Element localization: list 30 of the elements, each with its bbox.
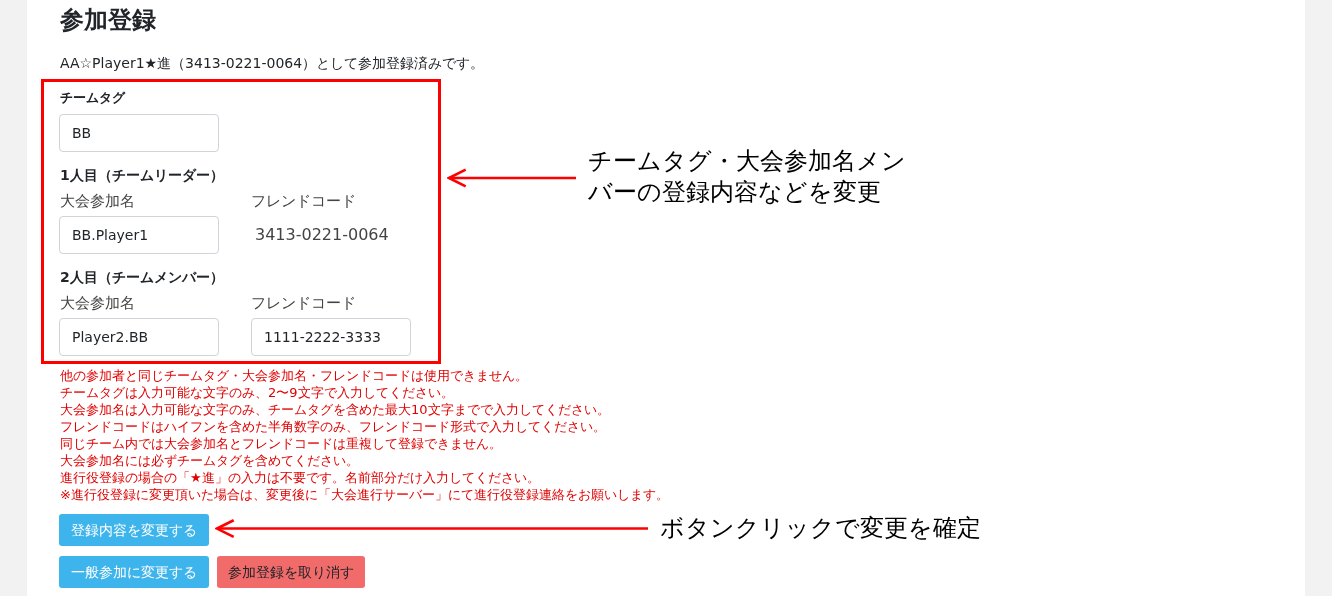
arrow: [215, 518, 648, 539]
highlight-frame: [41, 79, 441, 364]
arrow: [447, 168, 576, 188]
input-field: BB.Player1: [59, 216, 219, 254]
field-label: フレンドコード: [251, 192, 356, 210]
input-field: Player2.BB: [59, 318, 219, 356]
annotation-text: チームタグ・大会参加名メンバーの登録内容などを変更: [588, 146, 928, 209]
field-heading: 2人目（チームメンバー）: [60, 269, 224, 286]
button: 一般参加に変更する: [59, 556, 209, 588]
button: 登録内容を変更する: [59, 514, 209, 546]
field-label: 大会参加名: [60, 294, 135, 312]
note-text: フレンドコードはハイフンを含めた半角数字のみ、フレンドコード形式で入力してください。: [60, 419, 606, 435]
page-title: 参加登録: [60, 6, 156, 35]
note-text: 他の参加者と同じチームタグ・大会参加名・フレンドコードは使用できません。: [60, 368, 528, 384]
note-text: 大会参加名には必ずチームタグを含めてください。: [60, 453, 359, 469]
note-text: ※進行役登録に変更頂いた場合は、変更後に「大会進行サーバー」にて進行役登録連絡をお願いします。: [60, 487, 669, 503]
field-heading: 1人目（チームリーダー）: [60, 167, 224, 184]
sentence: AA☆Player1★進（3413-0221-0064）として参加登録済みです。: [60, 55, 485, 72]
field-label: 大会参加名: [60, 192, 135, 210]
field-heading: チームタグ: [60, 90, 125, 106]
note-text: 同じチーム内では大会参加名とフレンドコードは重複して登録できません。: [60, 436, 502, 452]
note-text: 大会参加名は入力可能な文字のみ、チームタグを含めた最大10文字までで入力してください。: [60, 402, 610, 418]
code-value: 3413-0221-0064: [255, 225, 389, 245]
input-field: 1111-2222-3333: [251, 318, 411, 356]
note-text: 進行役登録の場合の「★進」の入力は不要です。名前部分だけ入力してください。: [60, 470, 540, 486]
button: 参加登録を取り消す: [217, 556, 365, 588]
annotation-text: ボタンクリックで変更を確定: [660, 513, 981, 545]
note-text: チームタグは入力可能な文字のみ、2〜9文字で入力してください。: [60, 385, 454, 401]
field-label: フレンドコード: [251, 294, 356, 312]
input-field: BB: [59, 114, 219, 152]
